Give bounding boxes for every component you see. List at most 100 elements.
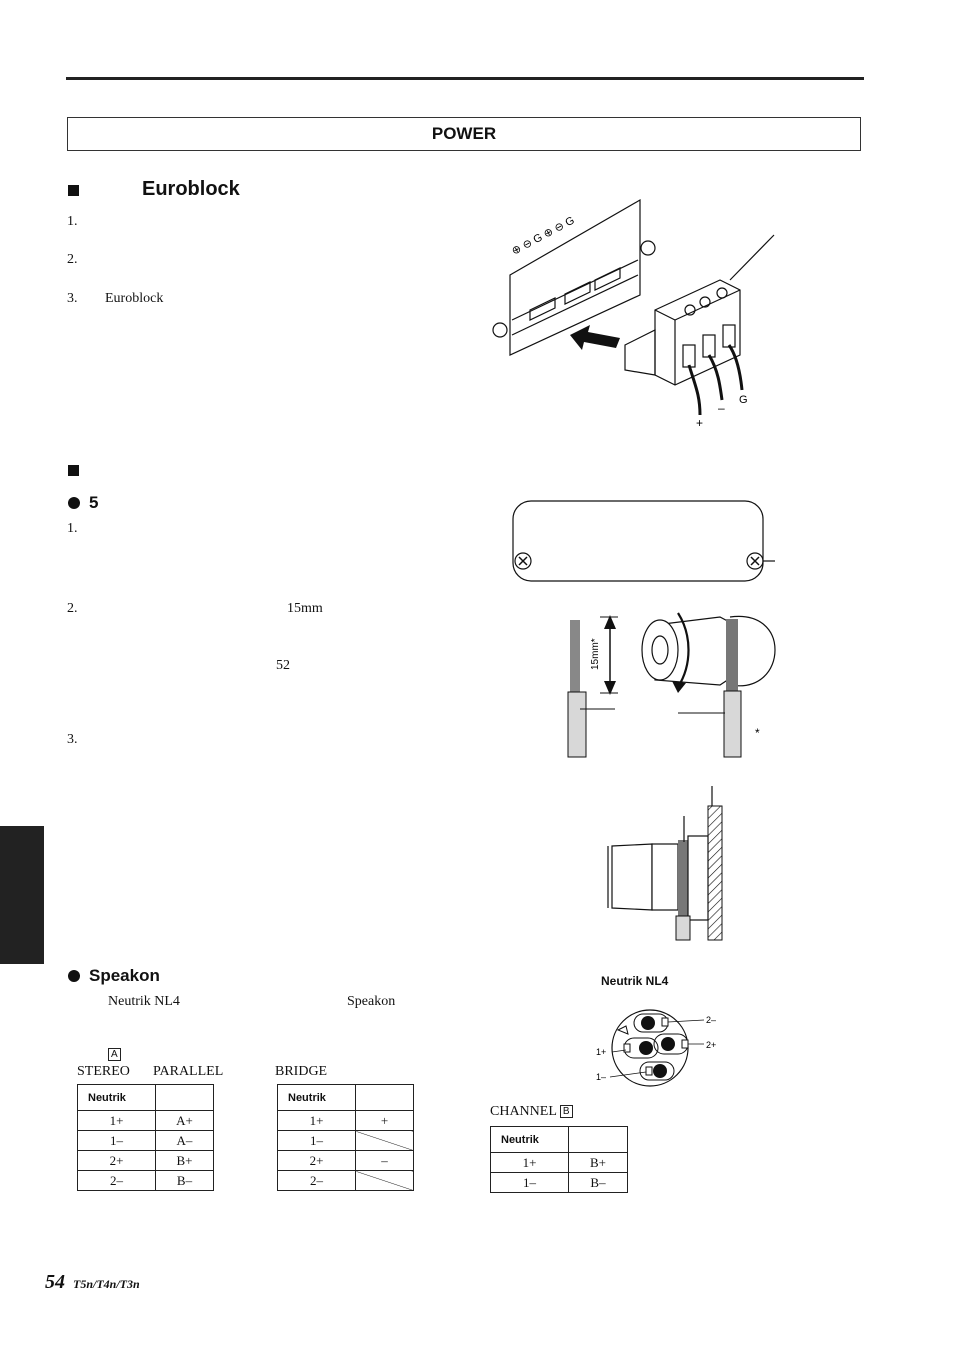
label-minus: – [718, 401, 725, 415]
table-cell: 2– [277, 1170, 356, 1191]
binding-step-2-length: 15mm [287, 601, 323, 616]
speakon-heading: Speakon [89, 966, 160, 985]
pin-label: 1+ [596, 1047, 606, 1057]
speakon-intro-right: Speakon [347, 994, 396, 1009]
table-row: 1+ A+ [77, 1110, 214, 1131]
channel-a-marker: A [108, 1045, 121, 1063]
plate-marks: ⊕ ⊖ G ⊕ ⊖ G [510, 215, 577, 258]
binding-step-3: 3. [67, 732, 78, 748]
step-number: 3. [67, 291, 78, 306]
chapter-tab [0, 826, 44, 964]
pin-table-stereo: Neutrik 1+ A+ 1– A– 2+ B+ 2– B– [77, 1084, 214, 1191]
nl4-connector-diagram: 2– 2+ 1+ 1– [596, 1009, 716, 1087]
mode-bridge: BRIDGE [275, 1064, 328, 1079]
binding-step-2-page-ref: 52 [276, 658, 290, 673]
table-row: 2– [277, 1170, 414, 1191]
table-cell: 1– [490, 1172, 569, 1193]
table-cell: B+ [155, 1150, 214, 1171]
table-cell: 2– [77, 1170, 156, 1191]
table-cell: + [355, 1110, 414, 1131]
step-number: 2. [67, 601, 78, 616]
bullet-square [68, 465, 79, 476]
cover-plate-illustration [512, 500, 775, 582]
screw-icon [746, 552, 764, 570]
table-cell-unused [355, 1130, 414, 1151]
mode-stereo: STEREO [77, 1064, 130, 1079]
table-row: 2– B– [77, 1170, 214, 1191]
table-header: Neutrik [77, 1084, 156, 1111]
table-row: 1+ B+ [490, 1152, 628, 1173]
pin-table-channel-b: Neutrik 1+ B+ 1– B– [490, 1126, 628, 1193]
strip-length-label: 15mm* [590, 638, 601, 670]
step-number: 2. [67, 252, 78, 267]
table-row: 2+ B+ [77, 1150, 214, 1171]
table-cell: A– [155, 1130, 214, 1151]
table-header-empty [568, 1126, 628, 1153]
pin-2-plus [653, 1033, 689, 1055]
section-title: POWER [431, 124, 497, 143]
channel-b-label: CHANNEL B [490, 1104, 573, 1120]
model-name: T5n/T4n/T3n [73, 1277, 140, 1291]
table-cell: A+ [155, 1110, 214, 1131]
channel-letter: A [108, 1047, 121, 1061]
bullet-dot [68, 970, 80, 982]
channel-label: CHANNEL [490, 1104, 557, 1119]
euroblock-illustration: ⊕ ⊖ G ⊕ ⊖ G + – G [492, 198, 775, 430]
pin-label: 1– [596, 1072, 606, 1082]
panel-cross-section-illustration [607, 786, 723, 941]
table-cell: 1+ [77, 1110, 156, 1131]
binding-step-1: 1. [67, 521, 78, 537]
table-cell: B– [155, 1170, 214, 1191]
pin-label: 2+ [706, 1040, 716, 1050]
table-cell: 1– [77, 1130, 156, 1151]
asterisk-mark: * [755, 726, 760, 740]
table-row: 1– B– [490, 1172, 628, 1193]
pin-1-minus [639, 1061, 675, 1081]
table-header-empty [155, 1084, 214, 1111]
binding-subtitle: 5 [89, 493, 99, 512]
table-cell: – [355, 1150, 414, 1171]
page-number: 54 [45, 1271, 65, 1293]
speakon-intro-left: Neutrik NL4 [108, 994, 180, 1009]
table-header: Neutrik [277, 1084, 356, 1111]
table-header-empty [355, 1084, 414, 1111]
euroblock-step-2: 2. [67, 252, 78, 268]
table-cell: 2+ [277, 1150, 356, 1171]
table-row: 2+ – [277, 1150, 414, 1171]
table-cell: 1– [277, 1130, 356, 1151]
table-row: 1– [277, 1130, 414, 1151]
label-ground: G [739, 394, 748, 406]
table-cell: B– [568, 1172, 628, 1193]
screw-icon [514, 552, 532, 570]
table-cell: 2+ [77, 1150, 156, 1171]
top-rule [66, 77, 864, 80]
bullet-square [68, 185, 79, 196]
step-number: 1. [67, 214, 78, 229]
table-cell: 1+ [277, 1110, 356, 1131]
table-header: Neutrik [490, 1126, 569, 1153]
pin-2-minus [633, 1013, 669, 1033]
euroblock-step-1: 1. [67, 214, 78, 230]
bullet-dot [68, 497, 80, 509]
table-cell: 1+ [490, 1152, 569, 1173]
table-cell: B+ [568, 1152, 628, 1173]
table-row: 1– A– [77, 1130, 214, 1151]
binding-step-2: 2. [67, 601, 78, 617]
connector-title: Neutrik NL4 [601, 974, 669, 988]
pin-table-bridge: Neutrik 1+ + 1– 2+ – 2– [277, 1084, 414, 1191]
step-number: 1. [67, 521, 78, 536]
step-number: 3. [67, 732, 78, 747]
step-text: Euroblock [105, 291, 164, 306]
euroblock-step-3: 3. Euroblock [67, 291, 163, 307]
label-plus: + [696, 416, 703, 430]
pin-1-plus [623, 1037, 659, 1059]
section-header: POWER [67, 117, 861, 151]
table-cell-unused [355, 1170, 414, 1191]
mode-parallel: PARALLEL [153, 1064, 224, 1079]
table-row: 1+ + [277, 1110, 414, 1131]
page-footer: 54 T5n/T4n/T3n [45, 1271, 140, 1294]
pin-label: 2– [706, 1015, 716, 1025]
euroblock-heading: Euroblock [142, 178, 240, 200]
channel-letter: B [559, 1105, 573, 1119]
wire-binding-post-illustration: 15mm* * [567, 612, 776, 758]
